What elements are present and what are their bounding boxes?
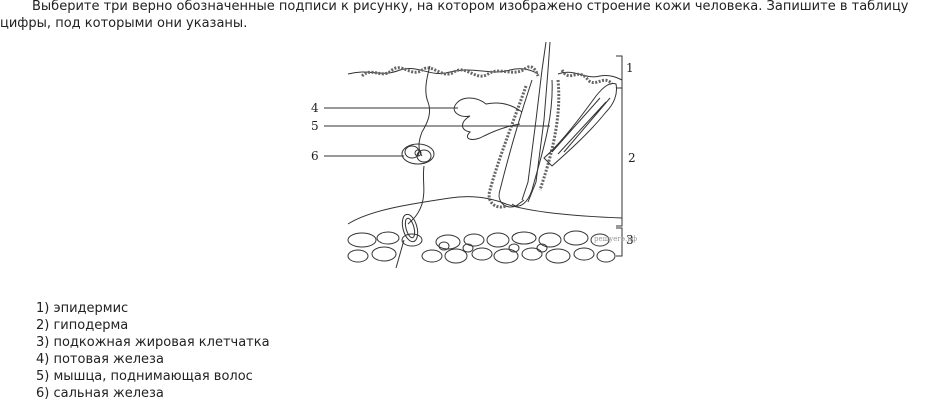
hair-follicle: [498, 79, 553, 208]
option-2: 2) гиподерма: [36, 318, 129, 333]
label-5: 5: [311, 119, 319, 133]
option-6: 6) сальная железа: [36, 386, 164, 401]
arrector-pili-muscle: [543, 83, 617, 167]
sebaceous-gland-outline: [453, 97, 523, 140]
option-1: 1) эпидермис: [36, 301, 129, 316]
option-3: 3) подкожная жировая клетчатка: [36, 335, 270, 350]
label-2: 2: [628, 151, 636, 165]
follicle-wall: [487, 79, 561, 209]
option-4: 4) потовая железа: [36, 352, 164, 367]
bracket-1: [616, 55, 623, 89]
skin-diagram: 1 2 3 4 5 6 решуегэ.рф: [311, 41, 638, 269]
question-body: Выберите три верно обозначенные подписи …: [0, 0, 909, 31]
watermark: решуегэ.рф: [594, 235, 638, 243]
question-text: Выберите три верно обозначенные подписи …: [0, 0, 930, 32]
label-4: 4: [311, 101, 319, 115]
label-3: 3: [626, 233, 634, 247]
dermis-boundary: [347, 196, 623, 225]
epidermis-wavy-layer: [360, 65, 614, 86]
option-5: 5) мышца, поднимающая волос: [36, 369, 253, 384]
sweat-duct: [418, 65, 431, 157]
label-6: 6: [311, 149, 319, 163]
muscle-fibres: [551, 97, 611, 155]
answer-options: 1) эпидермис 2) гиподерма 3) подкожная ж…: [36, 300, 270, 402]
bracket-2: [616, 87, 623, 227]
label-1: 1: [626, 61, 634, 75]
gland-duct-down: [407, 165, 425, 225]
hair-shaft: [521, 41, 551, 203]
adipose-tissue: [347, 230, 616, 264]
bracket-3: [616, 227, 623, 257]
lamellar-corpuscle: [395, 213, 419, 269]
sweat-gland-coil: [401, 143, 435, 165]
skin-structure-figure: 1 2 3 4 5 6 решуегэ.рф: [300, 40, 660, 272]
